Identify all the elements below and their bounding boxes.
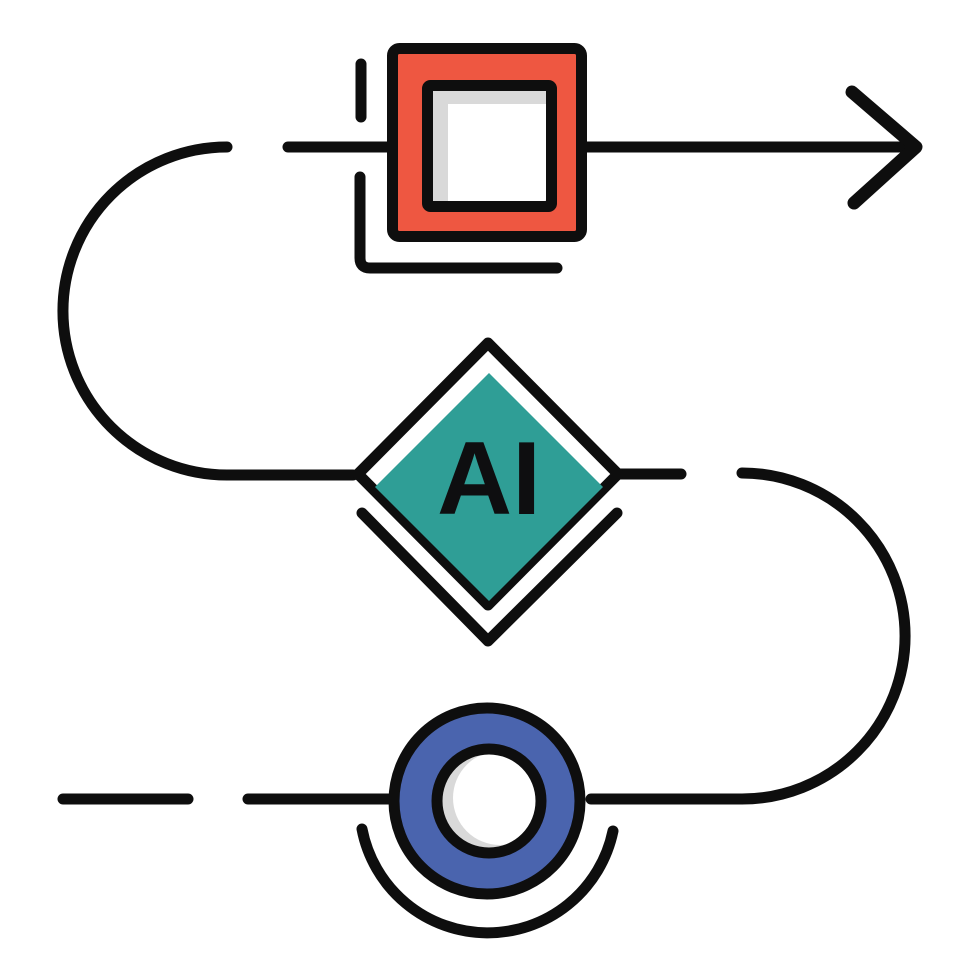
diamond-fill-shape	[375, 373, 603, 601]
connector-circle-icon	[388, 702, 586, 900]
circle-inner-outline	[431, 743, 547, 859]
diamond-offset-chevron	[356, 507, 623, 647]
right-loop-curve	[585, 467, 911, 805]
circle-offset-arc	[356, 823, 619, 939]
ai-label: AI	[437, 421, 541, 537]
process-square-icon	[387, 43, 587, 242]
arrowhead-icon	[845, 85, 923, 210]
square-inner-highlight	[448, 104, 546, 201]
square-offset-outline	[354, 171, 563, 274]
left-loop-curve	[57, 141, 359, 481]
ai-decision-diamond-icon: AI	[352, 337, 624, 611]
circle-inner-highlight	[453, 754, 536, 845]
